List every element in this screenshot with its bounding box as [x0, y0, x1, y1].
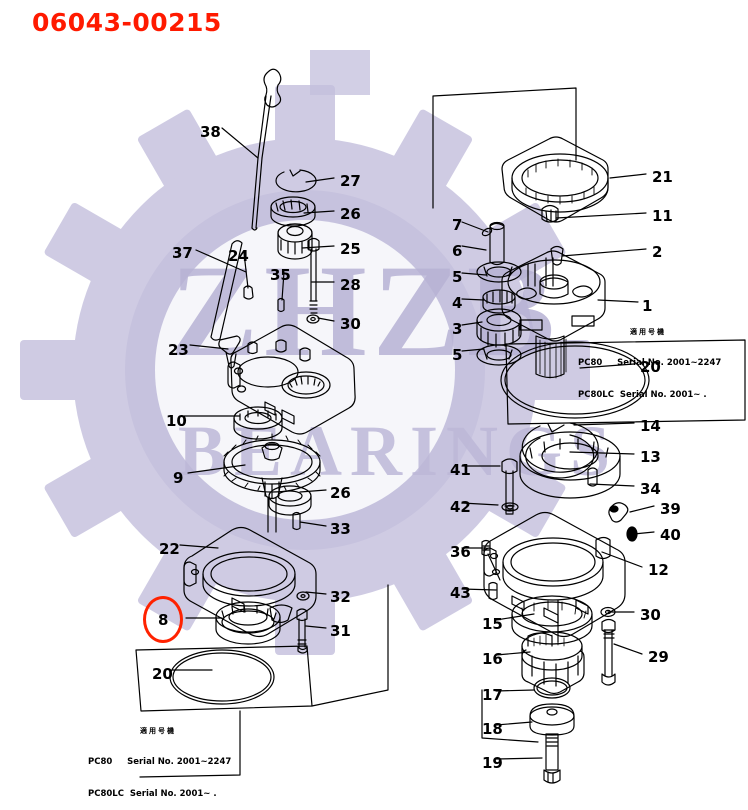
- callout-28-bolt: 28: [340, 276, 361, 294]
- highlight-circle-part-8: [143, 596, 183, 643]
- callout-27-snap-ring: 27: [340, 172, 361, 190]
- page-title: 06043-00215: [32, 8, 222, 37]
- callout-34-pin: 34: [640, 480, 661, 498]
- callout-35-pin: 35: [270, 266, 291, 284]
- callout-5-thrust-washer: 5: [452, 346, 463, 364]
- serial-note-right-line-2: PC80LC Serial No. 2001~ .: [578, 390, 707, 401]
- callout-37-breather-tube: 37: [172, 244, 193, 262]
- callout-3-planet-gear: 3: [452, 320, 463, 338]
- serial-note-left-heading: 適用号機: [140, 727, 176, 736]
- serial-note-left: 適用号機 PC80 Serial No. 2001~2247 PC80LC Se…: [88, 706, 231, 810]
- callout-43-pin: 43: [450, 584, 471, 602]
- callout-36-pin: 36: [450, 543, 471, 561]
- callout-21-ring-gear: 21: [652, 168, 673, 186]
- callout-14-snap-ring: 14: [640, 417, 661, 435]
- callout-24-plug: 24: [228, 247, 249, 265]
- callout-7-snap-ring: 7: [452, 216, 463, 234]
- callout-9-drive-gear: 9: [173, 469, 184, 487]
- serial-note-right-heading: 適用号機: [630, 328, 666, 337]
- callout-15-bearing: 15: [482, 615, 503, 633]
- callout-32-washer: 32: [330, 588, 351, 606]
- callout-4-needle-bearing: 4: [452, 294, 463, 312]
- callout-31-bolt: 31: [330, 622, 351, 640]
- callout-20-o-ring: 20: [152, 665, 173, 683]
- callout-6-pin: 6: [452, 242, 463, 260]
- callout-10-bearing: 10: [166, 412, 187, 430]
- callout-30-washer: 30: [340, 315, 361, 333]
- callout-5-thrust-washer: 5: [452, 268, 463, 286]
- callout-40-plug: 40: [660, 526, 681, 544]
- callout-26-bearing: 26: [330, 484, 351, 502]
- callout-39-fitting: 39: [660, 500, 681, 518]
- callout-2-key: 2: [652, 243, 663, 261]
- serial-note-right-line-1: PC80 Serial No. 2001~2247: [578, 358, 722, 369]
- callout-38-dipstick-rod: 38: [200, 123, 221, 141]
- serial-note-left-line-2: PC80LC Serial No. 2001~ .: [88, 789, 217, 800]
- callout-42-washer: 42: [450, 498, 471, 516]
- serial-note-right: 適用号機 PC80 Serial No. 2001~2247 PC80LC Se…: [578, 307, 721, 411]
- callout-20-o-ring: 20: [640, 358, 661, 376]
- callout-30-washer: 30: [640, 606, 661, 624]
- callout-1-carrier-assembly: 1: [642, 297, 653, 315]
- callout-33-pin: 33: [330, 520, 351, 538]
- callout-41-bolt: 41: [450, 461, 471, 479]
- callout-13-ball-bearing: 13: [640, 448, 661, 466]
- callout-12-main-housing: 12: [648, 561, 669, 579]
- callout-16-carrier: 16: [482, 650, 503, 668]
- callout-18-cover: 18: [482, 720, 503, 738]
- callout-29-bolt: 29: [648, 648, 669, 666]
- callout-22-lower-housing: 22: [159, 540, 180, 558]
- callout-23-upper-housing-cover: 23: [168, 341, 189, 359]
- callout-17-o-ring: 17: [482, 686, 503, 704]
- serial-note-left-line-1: PC80 Serial No. 2001~2247: [88, 757, 232, 768]
- callout-11-nut: 11: [652, 207, 673, 225]
- callout-26-bearing: 26: [340, 205, 361, 223]
- callout-25-coupling: 25: [340, 240, 361, 258]
- callout-19-bolt: 19: [482, 754, 503, 772]
